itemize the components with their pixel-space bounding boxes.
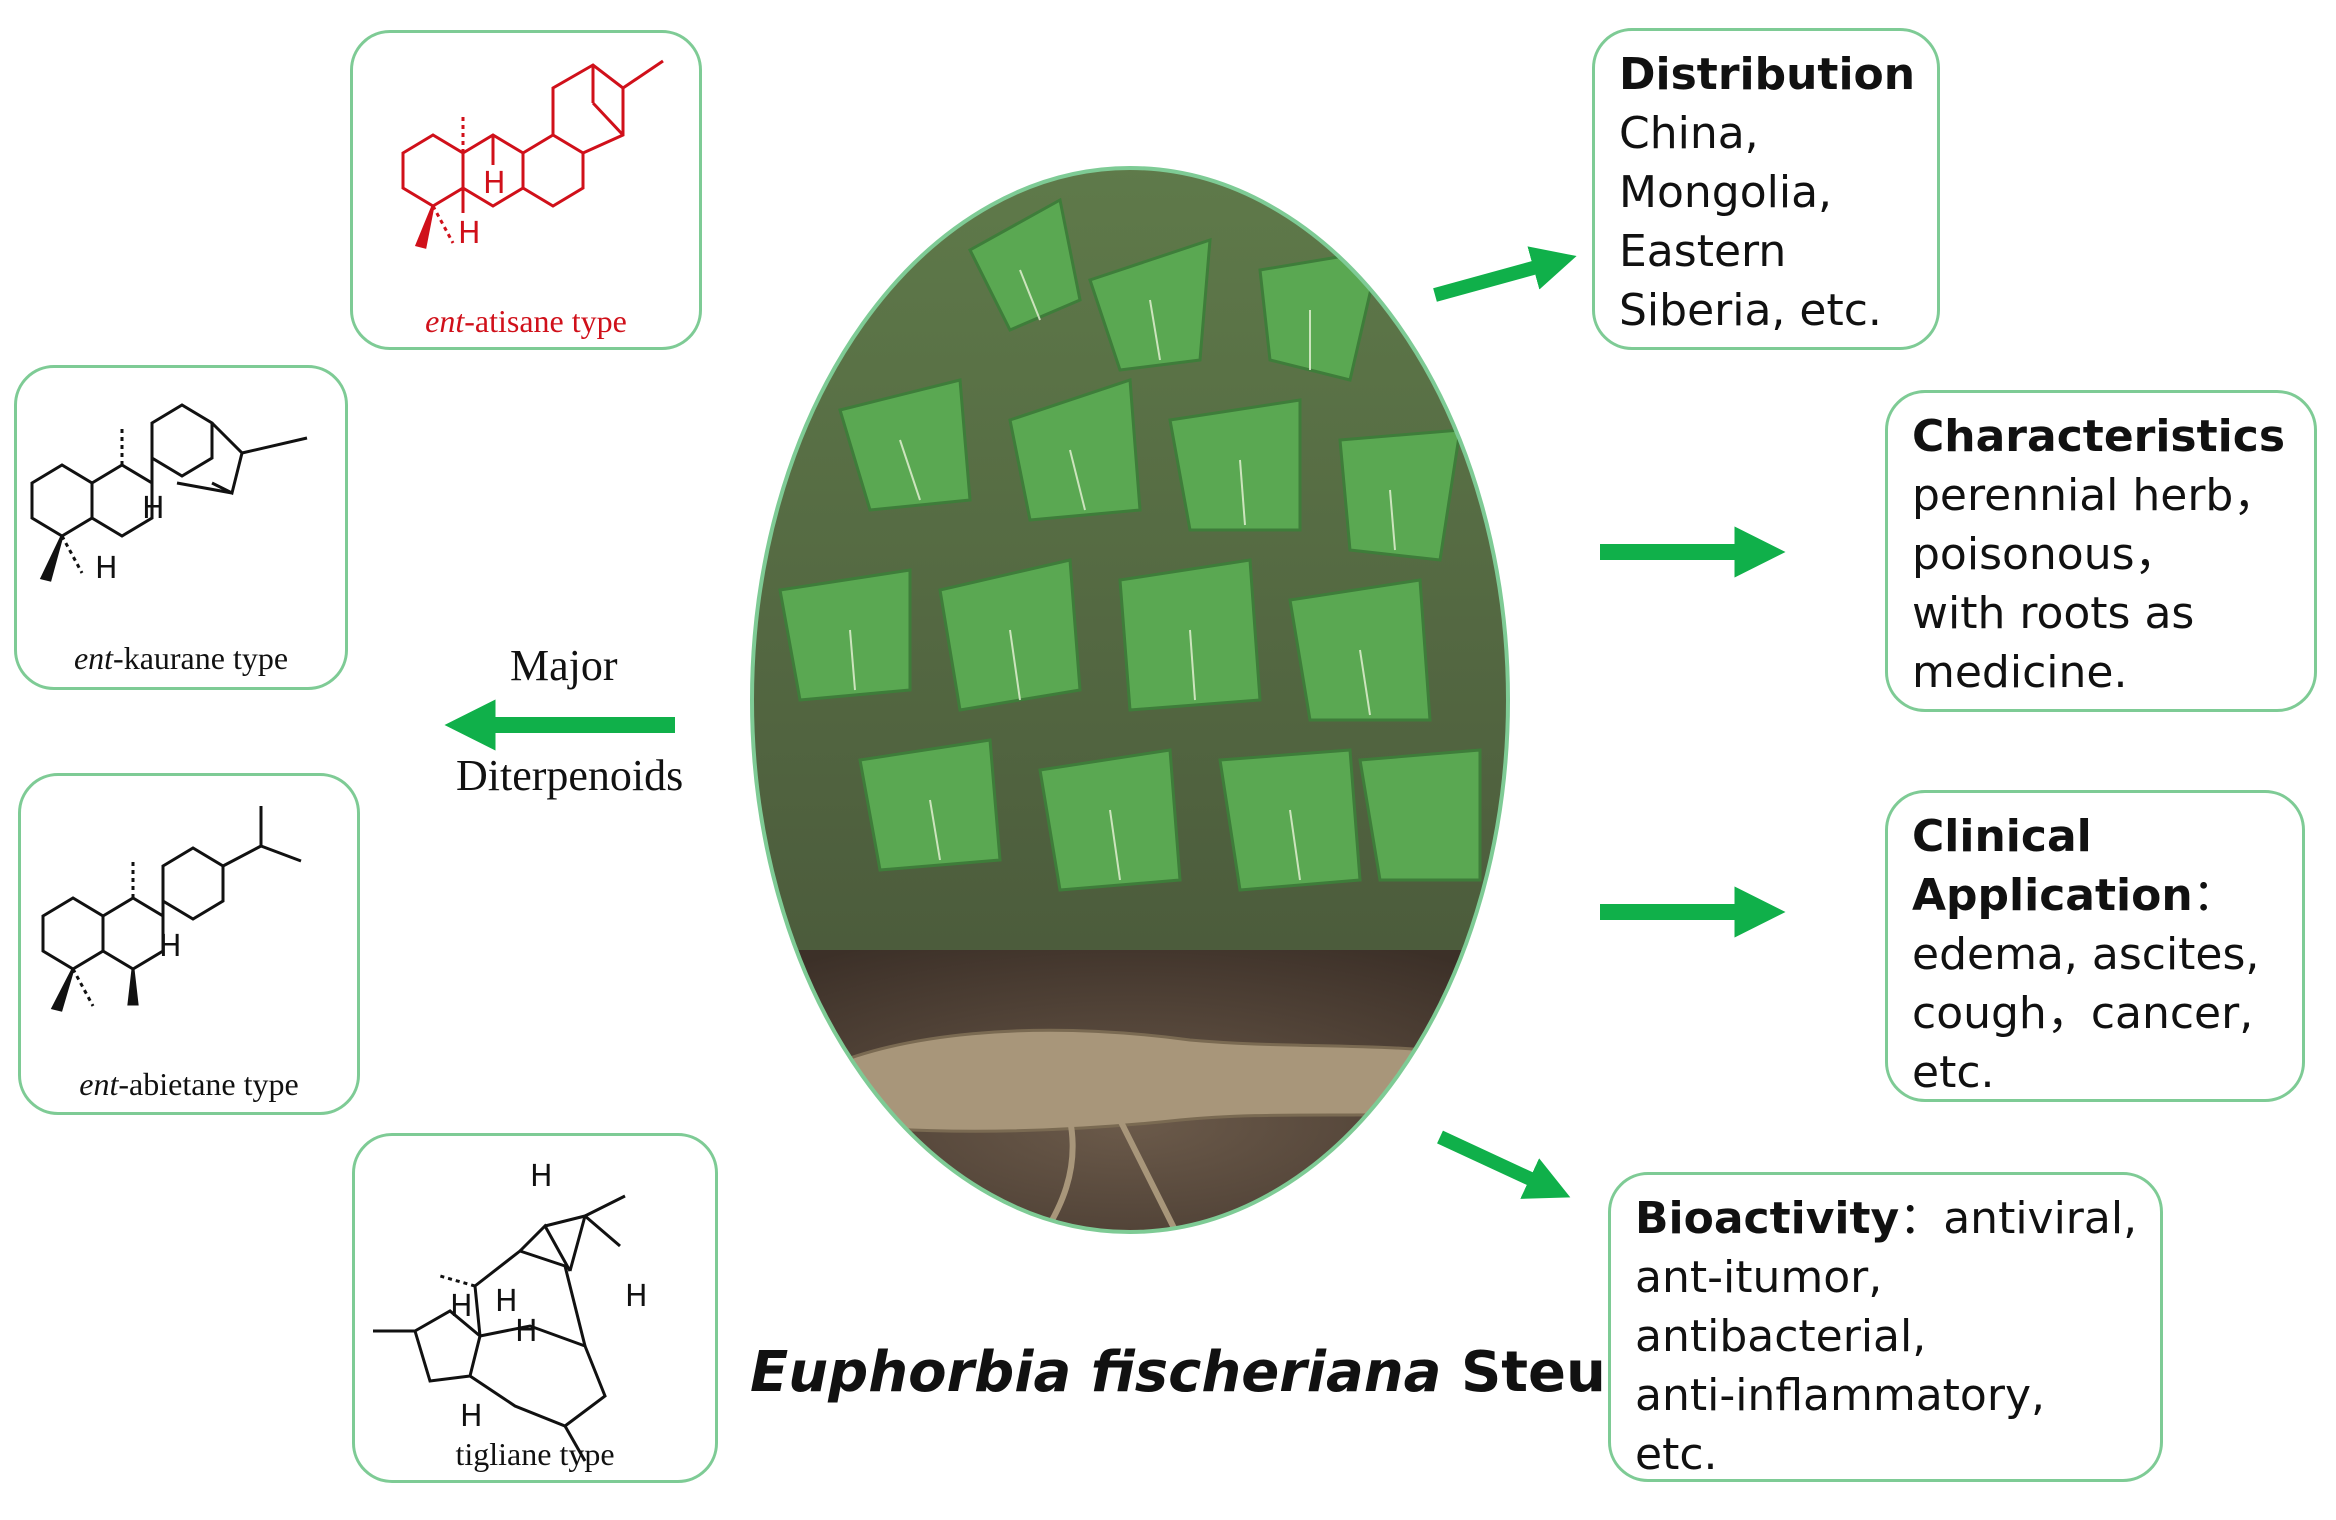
characteristics-line: medicine. [1912, 647, 2128, 698]
structure-box-atisane: H H ent-atisane type [350, 30, 702, 350]
clinical-line: edema, ascites, [1912, 929, 2260, 980]
clinical-title: Clinical [1912, 811, 2092, 862]
clinical-colon: ： [2192, 870, 2237, 921]
bioactivity-title: Bioactivity [1635, 1193, 1900, 1244]
atom-h-label: H [460, 1399, 483, 1434]
characteristics-title: Characteristics [1912, 411, 2286, 462]
info-box-distribution: Distribution China, Mongolia, Eastern Si… [1592, 28, 1940, 350]
atom-h-label: H [495, 1284, 518, 1319]
bioactivity-line: etc. [1635, 1429, 1718, 1480]
atom-h-label: H [483, 166, 506, 201]
bioactivity-line: antibacterial, [1635, 1311, 1927, 1362]
info-box-bioactivity: Bioactivity：antiviral, ant-itumor, antib… [1608, 1172, 2163, 1482]
kaurane-structure-drawing: H H [30, 403, 308, 586]
bioactivity-line: ant-itumor, [1635, 1252, 1883, 1303]
structure-caption-kaurane: ent-kaurane type [73, 640, 289, 676]
clinical-title: Application [1912, 870, 2193, 921]
structure-box-kaurane: H H ent-kaurane type [14, 365, 348, 690]
bioactivity-line: anti-inflammatory, [1635, 1370, 2045, 1421]
atom-h-label: H [458, 216, 481, 251]
distribution-line: Mongolia, [1619, 167, 1833, 218]
distribution-title: Distribution [1619, 49, 1916, 100]
atisane-structure-drawing: H H [401, 59, 664, 251]
info-box-clinical: Clinical Application： edema, ascites, co… [1885, 790, 2305, 1102]
info-box-characteristics: Characteristics perennial herb， poisonou… [1885, 390, 2317, 712]
structure-box-abietane: H ent-abietane type [18, 773, 360, 1115]
atom-h-label: H [159, 929, 182, 964]
clinical-line: cough，cancer, [1912, 988, 2254, 1039]
distribution-line: Siberia, etc. [1619, 285, 1882, 336]
abietane-structure-drawing: H [41, 806, 302, 1012]
atom-h-label: H [142, 491, 165, 526]
tigliane-structure-drawing: H H H H H H [373, 1159, 648, 1462]
atom-h-label: H [450, 1289, 473, 1324]
structure-caption-atisane: ent-atisane type [425, 303, 627, 339]
bioactivity-first-line: ：antiviral, [1899, 1193, 2138, 1244]
atom-h-label: H [515, 1314, 538, 1349]
characteristics-line: with roots as [1912, 588, 2195, 639]
atom-h-label: H [625, 1279, 648, 1314]
distribution-line: Eastern [1619, 226, 1787, 277]
structure-caption-abietane: ent-abietane type [79, 1066, 299, 1102]
atom-h-label: H [530, 1159, 553, 1194]
characteristics-line: perennial herb， [1912, 470, 2278, 521]
label-diterpenoids: Diterpenoids [456, 751, 684, 800]
label-major: Major [510, 641, 618, 690]
clinical-line: etc. [1912, 1047, 1995, 1098]
structure-box-tigliane: H H H H H H tigliane type [352, 1133, 718, 1483]
characteristics-line: poisonous， [1912, 529, 2179, 580]
structure-caption-tigliane: tigliane type [455, 1436, 615, 1472]
distribution-line: China, [1619, 108, 1759, 159]
plant-photo-oval [750, 166, 1510, 1234]
atom-h-label: H [95, 551, 118, 586]
species-name: Euphorbia fischeriana Steud. [750, 1340, 1668, 1405]
